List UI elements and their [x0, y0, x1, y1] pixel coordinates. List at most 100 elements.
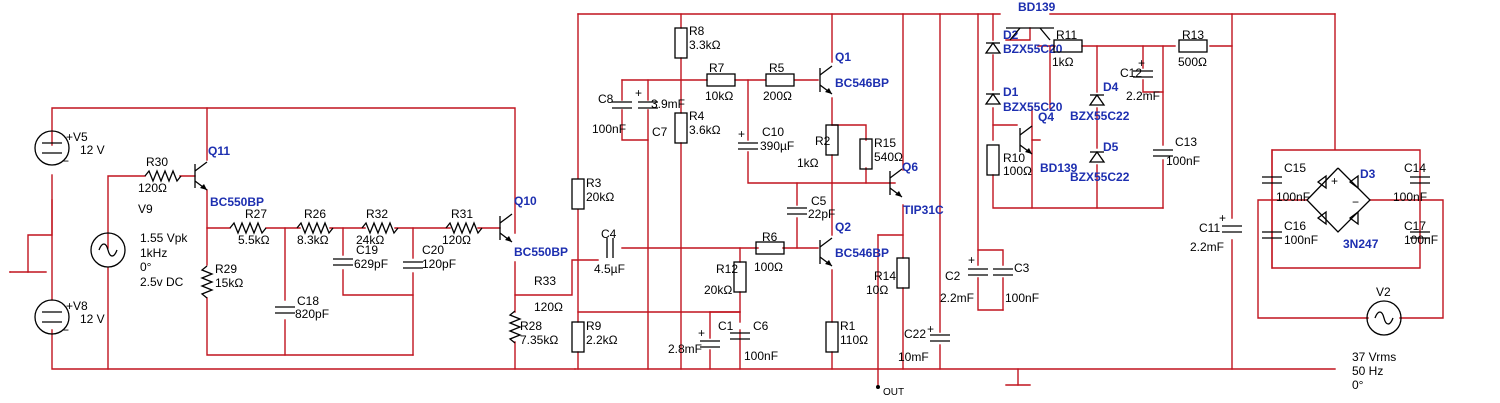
svg-text:+: + [698, 326, 705, 340]
output-label: OUT [876, 385, 904, 398]
svg-text:10mF: 10mF [898, 350, 929, 364]
svg-text:R6: R6 [762, 230, 778, 244]
svg-text:+: + [968, 253, 975, 267]
resistor-r5: R5 200Ω [763, 61, 795, 103]
svg-text:OUT: OUT [883, 387, 904, 398]
bridge-rectifier-d3: + − D3 3N247 [1306, 167, 1379, 251]
svg-text:2.2kΩ: 2.2kΩ [586, 333, 618, 347]
resistor-r28: R28 7.35kΩ [509, 310, 558, 347]
resistor-r2: R1 110Ω [825, 319, 868, 353]
wires [9, 13, 1444, 386]
svg-text:100nF: 100nF [1393, 190, 1427, 204]
svg-text:100Ω: 100Ω [1003, 164, 1032, 178]
svg-text:C16: C16 [1284, 219, 1306, 233]
transistor-q1: Q1 BC546BP [819, 50, 889, 95]
diode-d2: D2 BZX55C20 [985, 28, 1063, 56]
svg-text:15kΩ: 15kΩ [215, 276, 243, 290]
svg-text:R30: R30 [146, 155, 168, 169]
resistor-r4: R4 3.6kΩ [674, 109, 721, 144]
svg-text:−: − [62, 323, 69, 337]
capacitor-c11: + C11 2.2mF [1190, 211, 1243, 254]
svg-text:R12: R12 [716, 262, 738, 276]
capacitor-c20: C20 120pF [402, 243, 456, 271]
svg-text:BC546BP: BC546BP [835, 76, 889, 90]
capacitor-c1: + C1 2.8mF [668, 319, 734, 356]
capacitor-c22: + C22 10mF [898, 322, 951, 364]
svg-text:120Ω: 120Ω [534, 300, 563, 314]
svg-text:100nF: 100nF [1166, 154, 1200, 168]
svg-text:C18: C18 [297, 294, 319, 308]
svg-text:R3: R3 [586, 176, 602, 190]
svg-text:R9: R9 [586, 319, 602, 333]
capacitor-c16: C16 100nF [1261, 219, 1318, 247]
svg-text:D3: D3 [1360, 167, 1376, 181]
svg-text:20kΩ: 20kΩ [704, 283, 732, 297]
svg-text:100nF: 100nF [744, 349, 778, 363]
svg-text:R1: R1 [840, 319, 856, 333]
source-v8: +V8 12 V − [34, 299, 105, 337]
resistor-r7: R7 10kΩ [705, 61, 736, 103]
capacitor-c3: C3 100nF [992, 261, 1039, 305]
svg-text:C7: C7 [652, 125, 668, 139]
capacitor-c4: C4 4.5µF [594, 227, 625, 276]
resistor-r14: R15 540Ω [859, 136, 903, 170]
resistor-r8: R8 3.3kΩ [674, 24, 721, 59]
svg-text:R26: R26 [304, 207, 326, 221]
resistor-r15: R14 10Ω [866, 257, 910, 297]
transistor-q10: Q10 BC550BP [499, 194, 568, 259]
svg-text:24kΩ: 24kΩ [356, 233, 384, 247]
svg-text:120Ω: 120Ω [442, 233, 471, 247]
svg-text:100nF: 100nF [592, 122, 626, 136]
capacitor-c14: C14 100nF [1393, 161, 1431, 204]
svg-text:BC550BP: BC550BP [210, 195, 264, 209]
svg-text:7.35kΩ: 7.35kΩ [520, 333, 558, 347]
svg-text:C6: C6 [753, 319, 769, 333]
capacitor-c6: C6 100nF [729, 319, 778, 363]
svg-text:10kΩ: 10kΩ [705, 89, 733, 103]
svg-text:R32: R32 [366, 207, 388, 221]
svg-text:20kΩ: 20kΩ [586, 190, 614, 204]
transistor-q6: Q6 TIP31C [889, 160, 944, 217]
svg-text:−: − [62, 154, 69, 168]
svg-text:C10: C10 [762, 125, 784, 139]
svg-text:540Ω: 540Ω [874, 150, 903, 164]
svg-text:2.5v DC: 2.5v DC [140, 275, 184, 289]
svg-text:D5: D5 [1103, 140, 1119, 154]
svg-text:100Ω: 100Ω [754, 260, 783, 274]
capacitor-c7: + 3.9mF C7 [635, 86, 685, 139]
resistor-r31: R31 120Ω [442, 207, 483, 247]
svg-text:2.8mF: 2.8mF [668, 342, 702, 356]
svg-text:C11: C11 [1199, 221, 1220, 235]
capacitor-c17: C17 100nF [1404, 219, 1438, 247]
svg-text:R11: R11 [1056, 28, 1077, 42]
svg-text:R29: R29 [215, 262, 237, 276]
svg-text:C8: C8 [598, 92, 614, 106]
capacitor-c15: C15 100nF [1261, 161, 1310, 204]
svg-text:2.2mF: 2.2mF [1126, 89, 1160, 103]
capacitor-c8: C8 100nF [592, 92, 633, 136]
svg-text:0°: 0° [1352, 378, 1364, 392]
svg-text:22pF: 22pF [808, 207, 835, 221]
svg-text:V9: V9 [138, 202, 153, 216]
svg-text:+: + [738, 127, 745, 141]
svg-text:3.3kΩ: 3.3kΩ [689, 38, 721, 52]
svg-text:D4: D4 [1103, 80, 1119, 94]
svg-text:100nF: 100nF [1276, 190, 1310, 204]
svg-text:120pF: 120pF [422, 257, 456, 271]
svg-text:C4: C4 [601, 227, 617, 241]
svg-text:Q6: Q6 [902, 160, 918, 174]
svg-text:2.2mF: 2.2mF [940, 291, 974, 305]
svg-text:1.55 Vpk: 1.55 Vpk [140, 231, 188, 245]
svg-text:Q4: Q4 [1038, 110, 1054, 124]
svg-text:C3: C3 [1014, 261, 1030, 275]
svg-text:500Ω: 500Ω [1178, 55, 1207, 69]
svg-text:1kΩ: 1kΩ [797, 156, 819, 170]
svg-text:−: − [1352, 195, 1359, 209]
svg-text:3.6kΩ: 3.6kΩ [689, 123, 721, 137]
svg-text:C17: C17 [1404, 219, 1426, 233]
diode-d5: D5 BZX55C22 [1070, 140, 1130, 184]
svg-text:C22: C22 [904, 327, 926, 341]
svg-text:+: + [635, 86, 642, 100]
svg-text:BC550BP: BC550BP [514, 245, 568, 259]
svg-text:R31: R31 [451, 207, 473, 221]
